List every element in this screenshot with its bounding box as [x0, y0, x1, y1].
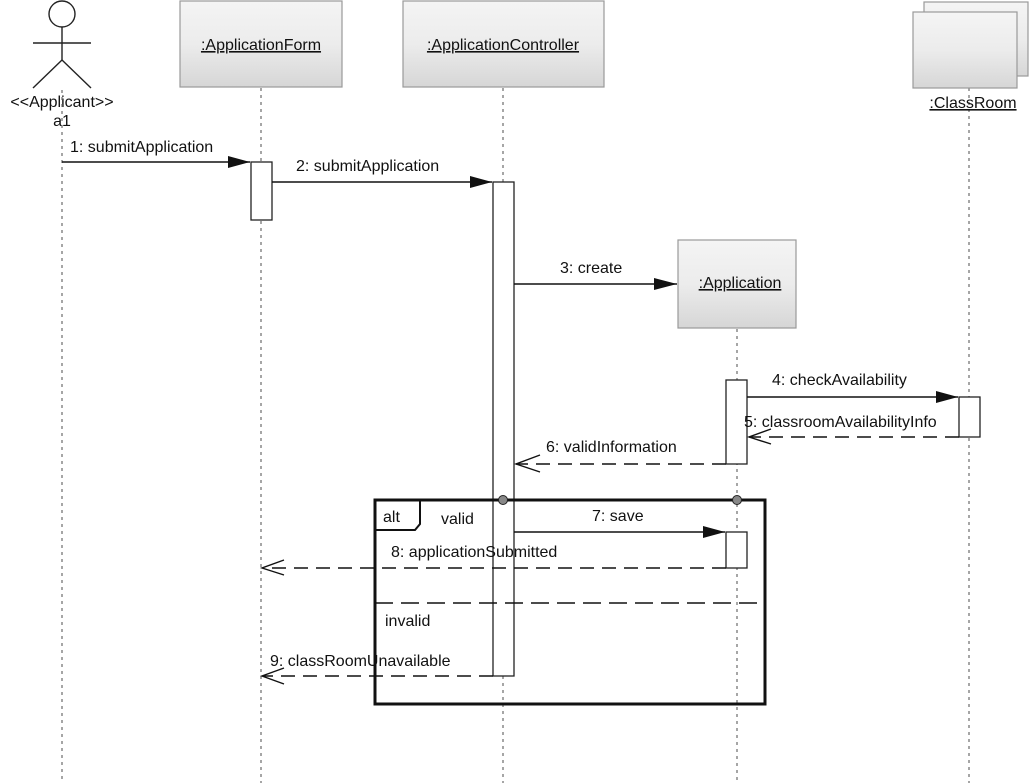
open-arrowhead-icon — [746, 428, 772, 445]
message-7[interactable]: 7: save — [514, 508, 725, 538]
participant-label: :ClassRoom — [929, 95, 1016, 112]
participant-classroom[interactable]: :ClassRoom — [912, 1, 1029, 112]
actor-leg-left — [32, 59, 63, 89]
message-5[interactable]: 5: classroomAvailabilityInfo — [744, 414, 959, 445]
activation-application-1 — [725, 379, 748, 465]
message-label: 7: save — [592, 508, 644, 525]
message-label: 1: submitApplication — [70, 139, 213, 156]
participant-application-controller[interactable]: :ApplicationController — [402, 0, 605, 88]
message-label: 8: applicationSubmitted — [391, 544, 557, 561]
message-label: 2: submitApplication — [296, 158, 439, 175]
arrowhead-icon — [654, 278, 677, 290]
activation-form — [250, 161, 273, 221]
activation-application-2 — [725, 531, 748, 569]
arrowhead-icon — [228, 156, 250, 168]
participant-label: :Application — [699, 275, 782, 292]
message-6[interactable]: 6: validInformation — [513, 439, 726, 473]
message-9[interactable]: 9: classRoomUnavailable — [259, 653, 493, 685]
fragment-operator: alt — [383, 509, 400, 526]
actor-applicant[interactable]: <<Applicant>> a1 — [10, 0, 114, 130]
message-label: 6: validInformation — [546, 439, 677, 456]
arrowhead-icon — [470, 176, 492, 188]
fragment-operator-tab — [375, 500, 421, 531]
open-arrowhead-icon — [259, 667, 285, 685]
activation-classroom — [958, 396, 981, 438]
arrowhead-icon — [936, 391, 958, 403]
message-2[interactable]: 2: submitApplication — [272, 158, 492, 188]
actor-stereotype: <<Applicant>> — [10, 94, 113, 111]
message-label: 5: classroomAvailabilityInfo — [744, 414, 937, 431]
open-arrowhead-icon — [259, 559, 285, 576]
participant-application[interactable]: :Application — [677, 239, 797, 329]
message-8[interactable]: 8: applicationSubmitted — [259, 544, 726, 576]
alt-fragment[interactable]: alt valid invalid — [373, 495, 767, 706]
message-label: 9: classRoomUnavailable — [270, 653, 451, 670]
actor-name: a1 — [53, 113, 71, 130]
participant-label: :ApplicationForm — [201, 37, 321, 54]
message-4[interactable]: 4: checkAvailability — [747, 372, 958, 403]
message-3[interactable]: 3: create — [514, 260, 677, 290]
gate-icon — [498, 495, 508, 505]
actor-leg-right — [61, 59, 92, 89]
guard-valid: valid — [441, 511, 474, 528]
participant-application-form[interactable]: :ApplicationForm — [179, 0, 343, 88]
message-1[interactable]: 1: submitApplication — [62, 139, 250, 168]
participant-label: :ApplicationController — [427, 37, 580, 54]
guard-invalid: invalid — [385, 613, 430, 630]
message-label: 4: checkAvailability — [772, 372, 907, 389]
gate-icon — [732, 495, 742, 505]
activation-controller — [492, 181, 515, 677]
open-arrowhead-icon — [513, 454, 541, 473]
arrowhead-icon — [703, 526, 725, 538]
fragment-frame — [373, 498, 767, 706]
actor-head-icon — [48, 0, 76, 28]
message-label: 3: create — [560, 260, 622, 277]
multi-object-front — [912, 11, 1018, 89]
